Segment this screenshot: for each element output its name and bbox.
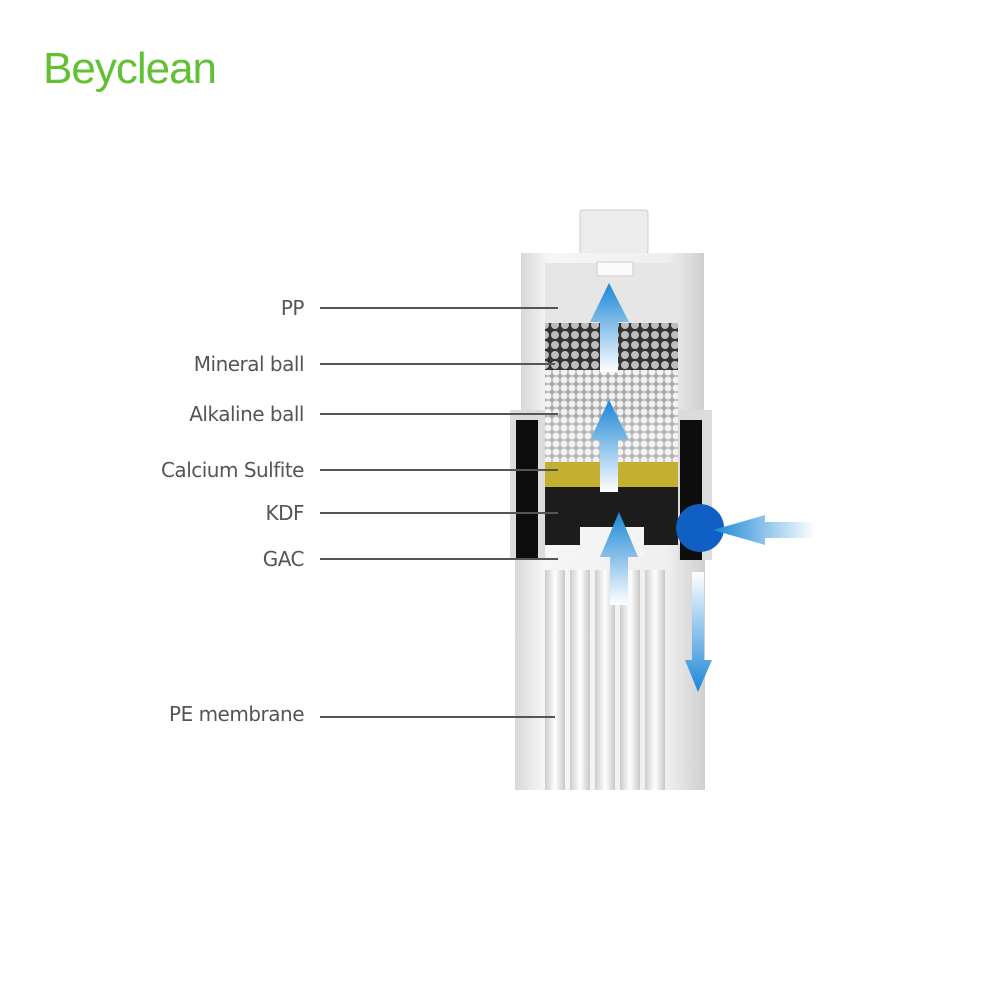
label-pp: PP bbox=[280, 296, 305, 320]
arrow-up-top bbox=[590, 283, 629, 372]
inlet-knob bbox=[676, 504, 724, 552]
label-pe-membrane: PE membrane bbox=[169, 702, 304, 726]
leader-lines bbox=[320, 307, 558, 718]
flow-arrows bbox=[590, 283, 815, 692]
arrow-up-middle bbox=[590, 400, 629, 492]
brand-logo: Beyclean bbox=[43, 44, 217, 93]
label-kdf: KDF bbox=[265, 501, 304, 525]
arrow-inlet bbox=[713, 515, 815, 545]
arrow-outlet-down bbox=[685, 572, 712, 692]
pe-membrane-housing bbox=[515, 555, 705, 790]
label-mineral-ball: Mineral ball bbox=[193, 352, 305, 376]
label-gac: GAC bbox=[262, 547, 305, 571]
label-calcium-sulfite: Calcium Sulfite bbox=[160, 458, 305, 482]
label-alkaline-ball: Alkaline ball bbox=[189, 402, 304, 426]
arrow-up-bottom bbox=[600, 512, 638, 605]
outlet-cap bbox=[579, 209, 649, 255]
